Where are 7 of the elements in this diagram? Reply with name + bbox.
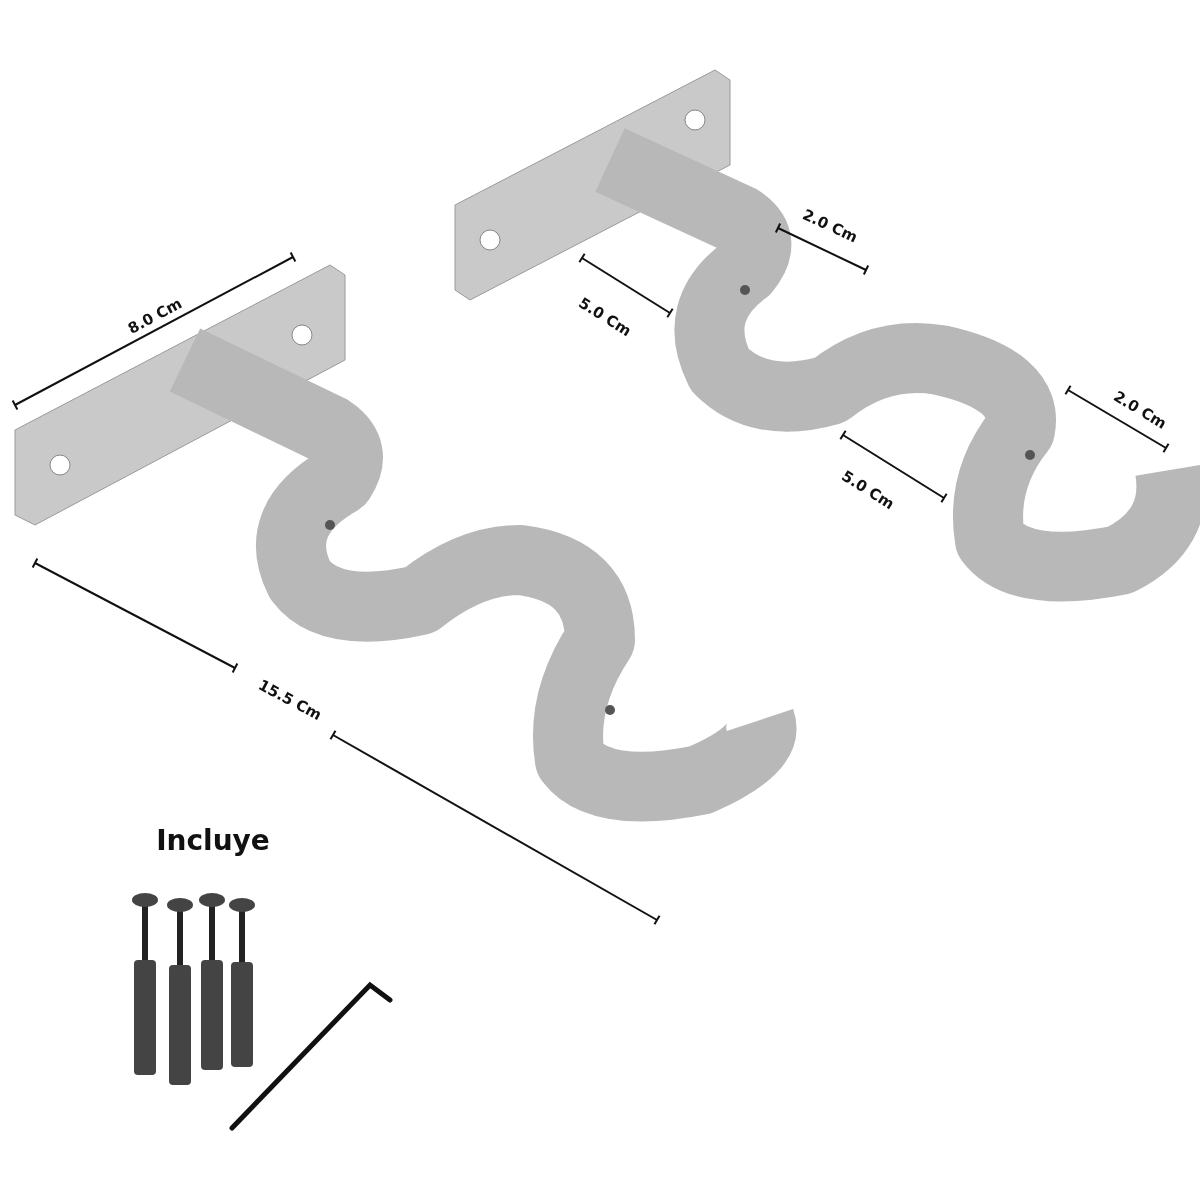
dimension-label: 15.5 Cm	[255, 675, 325, 725]
heading-text: Incluye	[156, 823, 270, 857]
dimension-label: 5.0 Cm	[575, 293, 635, 341]
dimension-label: 2.0 Cm	[1110, 387, 1170, 433]
dimension-label: 2.0 Cm	[799, 205, 861, 247]
dimension-label: 5.0 Cm	[838, 466, 898, 514]
dimension-label: 8.0 Cm	[125, 294, 185, 338]
